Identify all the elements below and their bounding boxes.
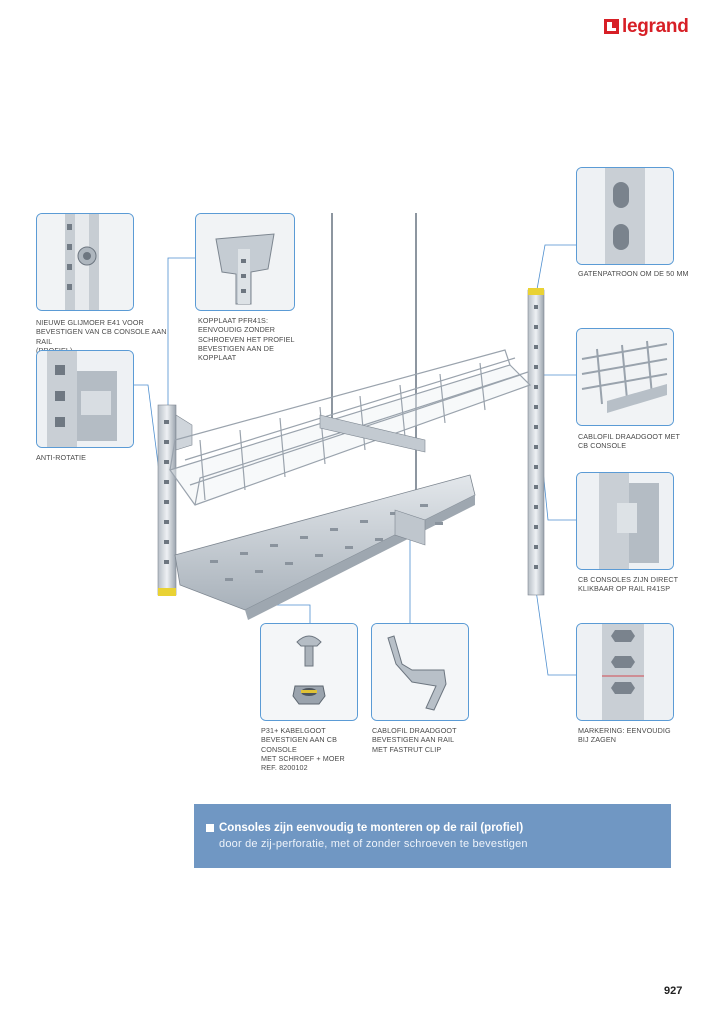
square-bullet-icon — [206, 824, 214, 832]
upper-console — [319, 414, 426, 453]
perforated-tray — [174, 474, 476, 620]
banner-title: Consoles zijn eenvoudig te monteren op d… — [206, 822, 523, 834]
detail-anti-rotatie — [36, 350, 134, 448]
hanging-rods — [331, 213, 417, 530]
banner-title-text: Consoles zijn eenvoudig te monteren op d… — [219, 822, 524, 834]
caption-anti-rotatie: ANTI-ROTATIE — [36, 453, 87, 462]
screw-nut-detail-icon — [261, 624, 357, 720]
caption-p31: P31+ KABELGOOT BEVESTIGEN AAN CB CONSOLE… — [261, 726, 345, 773]
hole-pattern-detail-icon — [577, 168, 673, 264]
caption-markering: MARKERING: EENVOUDIG BIJ ZAGEN — [578, 726, 671, 745]
slide-nut-detail-icon — [37, 214, 133, 310]
detail-kopplaat — [195, 213, 295, 311]
wire-tray-console-detail-icon — [577, 329, 673, 425]
detail-markering — [576, 623, 674, 721]
caption-fastrut: CABLOFIL DRAADGOOT BEVESTIGEN AAN RAIL M… — [372, 726, 457, 754]
anti-rotation-detail-icon — [37, 351, 133, 447]
detail-glijmoer — [36, 213, 134, 311]
click-on-console-detail-icon — [577, 473, 673, 569]
detail-fastrut — [371, 623, 469, 721]
right-rail — [527, 288, 545, 596]
fastrut-clip-detail-icon — [372, 624, 468, 720]
caption-cb-direct: CB CONSOLES ZIJN DIRECT KLIKBAAR OP RAIL… — [578, 575, 679, 594]
detail-p31 — [260, 623, 358, 721]
caption-cablofil-cb: CABLOFIL DRAADGOOT MET CB CONSOLE — [578, 432, 681, 451]
page-number: 927 — [664, 985, 683, 997]
legrand-logo-text: legrand — [622, 15, 689, 37]
caption-kopplaat: KOPPLAAT PFR41S: EENVOUDIG ZONDER SCHROE… — [198, 316, 295, 363]
marking-detail-icon — [577, 624, 673, 720]
legrand-logo-mark-icon — [604, 18, 619, 34]
detail-gatenpatroon — [576, 167, 674, 265]
end-plate-detail-icon — [196, 214, 294, 310]
left-rail — [157, 404, 193, 596]
detail-cablofil-cb — [576, 328, 674, 426]
detail-cb-direct — [576, 472, 674, 570]
banner-subtitle: door de zij-perforatie, met of zonder sc… — [219, 838, 528, 850]
info-banner: Consoles zijn eenvoudig te monteren op d… — [194, 804, 671, 868]
legrand-logo: legrand — [604, 14, 694, 38]
caption-gatenpatroon: GATENPATROON OM DE 50 MM — [578, 269, 689, 278]
